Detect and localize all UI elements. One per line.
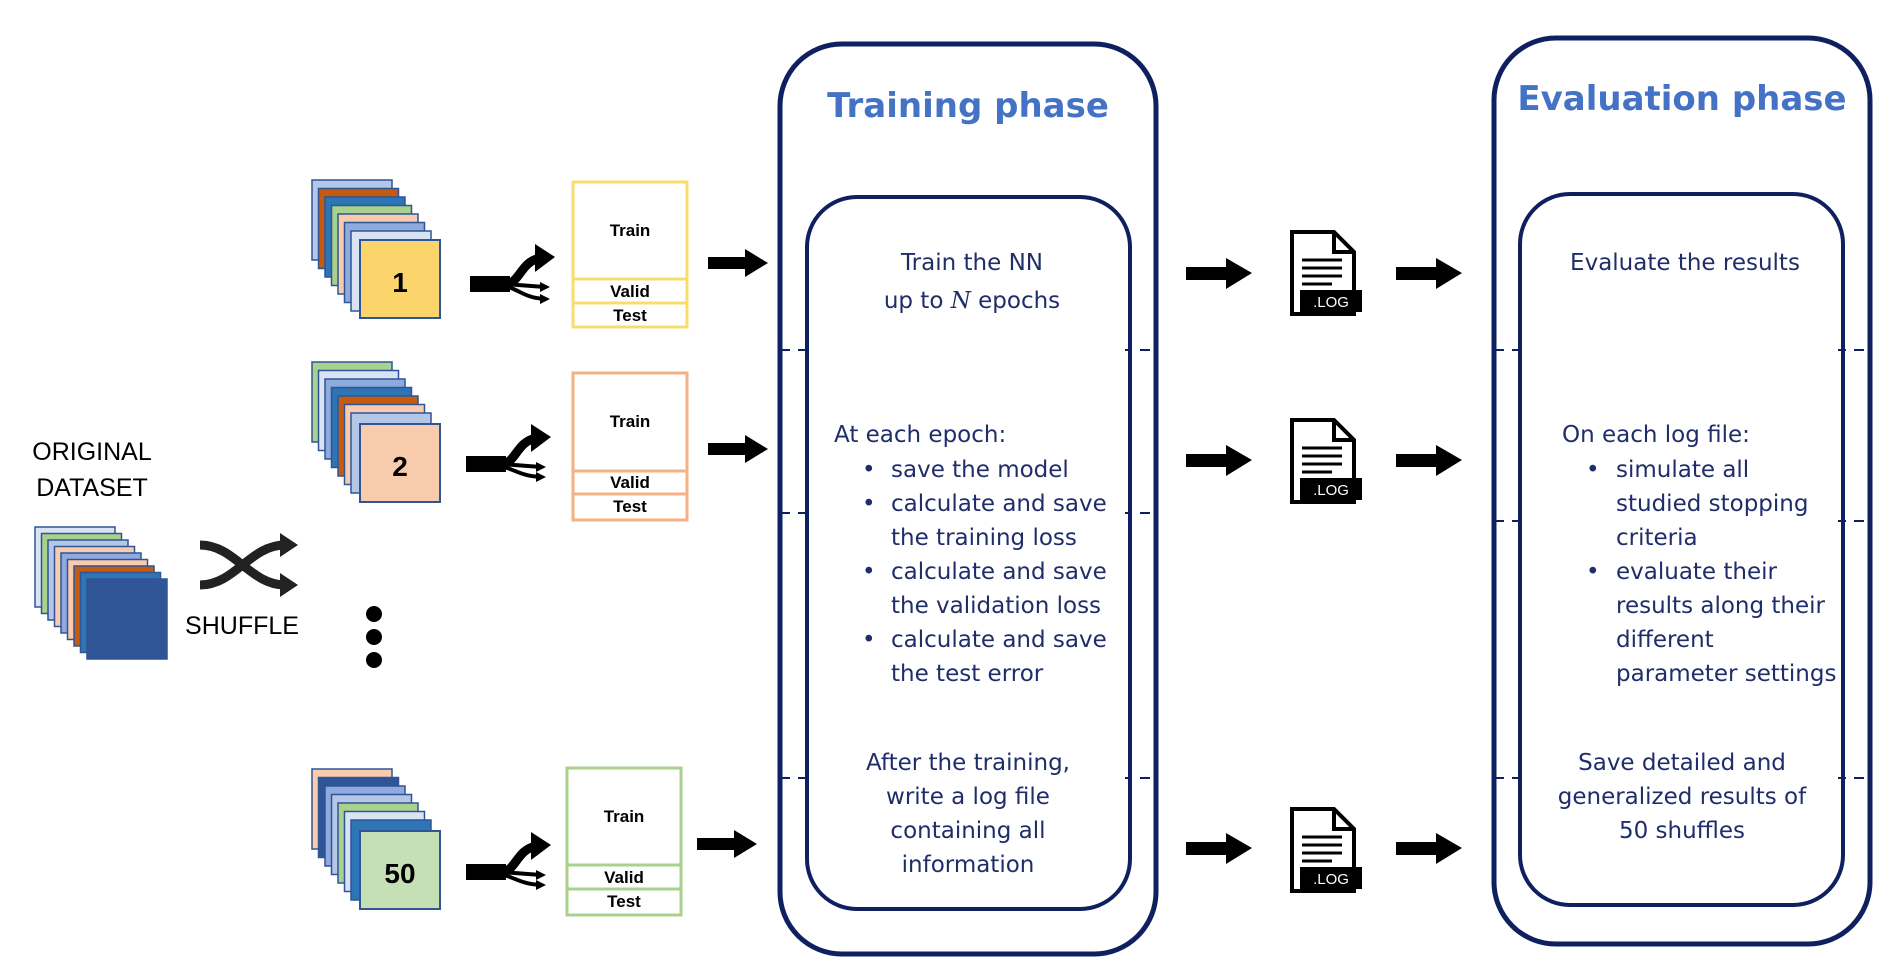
training-train-line2-prefix: up to — [884, 288, 951, 314]
training-train-line2: up to N epochs — [884, 288, 1060, 314]
paragraph-line: After the training, — [866, 750, 1070, 776]
paragraph-line: generalized results of — [1558, 784, 1807, 810]
split-train-label-2: Train — [610, 412, 651, 431]
bullet-text: parameter settings — [1616, 661, 1836, 687]
log-file-label: .LOG — [1313, 871, 1349, 888]
bullet-marker: • — [862, 559, 876, 585]
split-valid-label-1: Valid — [610, 282, 650, 301]
log-file-label: .LOG — [1313, 294, 1349, 311]
arrow-to-log-50 — [1186, 833, 1252, 864]
bullet-text: calculate and save — [891, 627, 1107, 653]
split-icon-1 — [470, 244, 555, 304]
training-after-text: After the training, write a log file conta… — [866, 750, 1070, 878]
training-bullet-list: • save the model • calculate and save the tr… — [862, 457, 1107, 687]
bullet-marker: • — [1586, 559, 1600, 585]
shuffle-number-box-1 — [359, 239, 441, 319]
shuffle-icon — [199, 533, 298, 597]
bullet-text: calculate and save — [891, 491, 1107, 517]
shuffle-number-box-50 — [359, 830, 441, 910]
training-phase-inner-box — [805, 195, 1132, 911]
original-dataset-label-line1: ORIGINAL — [32, 438, 152, 466]
paragraph-line: information — [902, 852, 1035, 878]
arrow-to-training-2 — [708, 435, 768, 463]
original-dataset-stack-icon — [34, 526, 168, 660]
split-valid-label-50: Valid — [604, 868, 644, 887]
training-epochs-variable: N — [950, 288, 972, 314]
dataset-layer — [86, 578, 168, 660]
training-phase-title: Training phase — [827, 86, 1109, 126]
evaluation-phase-inner-box — [1518, 192, 1845, 907]
shuffle-number-box-2 — [359, 423, 441, 503]
split-icon-2 — [466, 424, 551, 482]
evaluation-phase: Evaluation phase Evaluate the results On… — [1491, 35, 1873, 947]
arrow-to-eval-50 — [1396, 833, 1462, 864]
split-icon-50 — [466, 832, 551, 890]
split-box-1: Train Valid Test — [571, 180, 689, 329]
arrow-to-log-1 — [1186, 258, 1252, 289]
bullet-text: calculate and save — [891, 559, 1107, 585]
log-file-icon: .LOG — [1290, 807, 1362, 893]
log-file-icon: .LOG — [1290, 230, 1362, 316]
paragraph-line: Save detailed and — [1578, 750, 1786, 776]
bullet-marker: • — [862, 457, 876, 483]
split-box-50: Train Valid Test — [565, 766, 683, 917]
shuffle-number-50: 50 — [384, 858, 415, 889]
training-train-line2-suffix: epochs — [971, 288, 1060, 314]
arrow-to-log-2 — [1186, 445, 1252, 476]
arrow-to-eval-2 — [1396, 445, 1462, 476]
split-test-label-1: Test — [613, 306, 647, 325]
shuffle-row-1: 1 Train Valid Test — [311, 179, 768, 329]
log-file-label: .LOG — [1313, 482, 1349, 499]
paragraph-line: write a log file — [886, 784, 1050, 810]
bullet-text: criteria — [1616, 525, 1698, 551]
bullet-text: results along their — [1616, 593, 1826, 619]
shuffle-label: SHUFFLE — [185, 612, 299, 640]
split-train-label-50: Train — [604, 807, 645, 826]
evaluation-heading: Evaluate the results — [1570, 250, 1800, 276]
evaluation-log-heading: On each log file: — [1562, 422, 1750, 448]
bullet-text: studied stopping — [1616, 491, 1808, 517]
shuffle-row-50: 50 Train Valid Test — [311, 766, 757, 917]
bullet-marker: • — [862, 627, 876, 653]
log-file-icon: .LOG — [1290, 418, 1362, 504]
bullet-text: the validation loss — [891, 593, 1101, 619]
log-file-icons: .LOG .LOG .LOG — [1290, 230, 1362, 893]
bullet-text: the training loss — [891, 525, 1077, 551]
ellipsis-icon — [366, 606, 382, 668]
shuffle-row-2: 2 Train Valid Test — [311, 361, 768, 522]
bullet-marker: • — [862, 491, 876, 517]
split-test-label-2: Test — [613, 497, 647, 516]
evaluation-phase-title: Evaluation phase — [1517, 79, 1846, 119]
split-train-label-1: Train — [610, 221, 651, 240]
arrow-to-training-1 — [708, 249, 768, 277]
paragraph-line: containing all — [890, 818, 1045, 844]
bullet-text: the test error — [891, 661, 1044, 687]
original-dataset-label-line2: DATASET — [36, 474, 148, 502]
split-box-2: Train Valid Test — [571, 371, 689, 522]
evaluation-save-text: Save detailed and generalized results of 5… — [1558, 750, 1807, 844]
training-phase: Training phase Train the NN up to N epoc… — [777, 41, 1159, 957]
bullet-text: different — [1616, 627, 1714, 653]
shuffle-number-2: 2 — [392, 451, 408, 482]
paragraph-line: 50 shuffles — [1619, 818, 1745, 844]
training-epoch-heading: At each epoch: — [834, 422, 1006, 448]
bullet-text: evaluate their — [1616, 559, 1778, 585]
shuffle-number-1: 1 — [392, 267, 408, 298]
original-dataset: ORIGINAL DATASET — [32, 438, 168, 660]
split-test-label-50: Test — [607, 892, 641, 911]
bullet-text: simulate all — [1616, 457, 1749, 483]
bullet-text: save the model — [891, 457, 1069, 483]
arrow-to-eval-1 — [1396, 258, 1462, 289]
bullet-marker: • — [1586, 457, 1600, 483]
training-train-line1: Train the NN — [900, 250, 1043, 276]
arrow-to-training-50 — [697, 830, 757, 858]
split-valid-label-2: Valid — [610, 473, 650, 492]
evaluation-bullet-list: • simulate all studied stopping criteria • ev… — [1586, 457, 1836, 687]
